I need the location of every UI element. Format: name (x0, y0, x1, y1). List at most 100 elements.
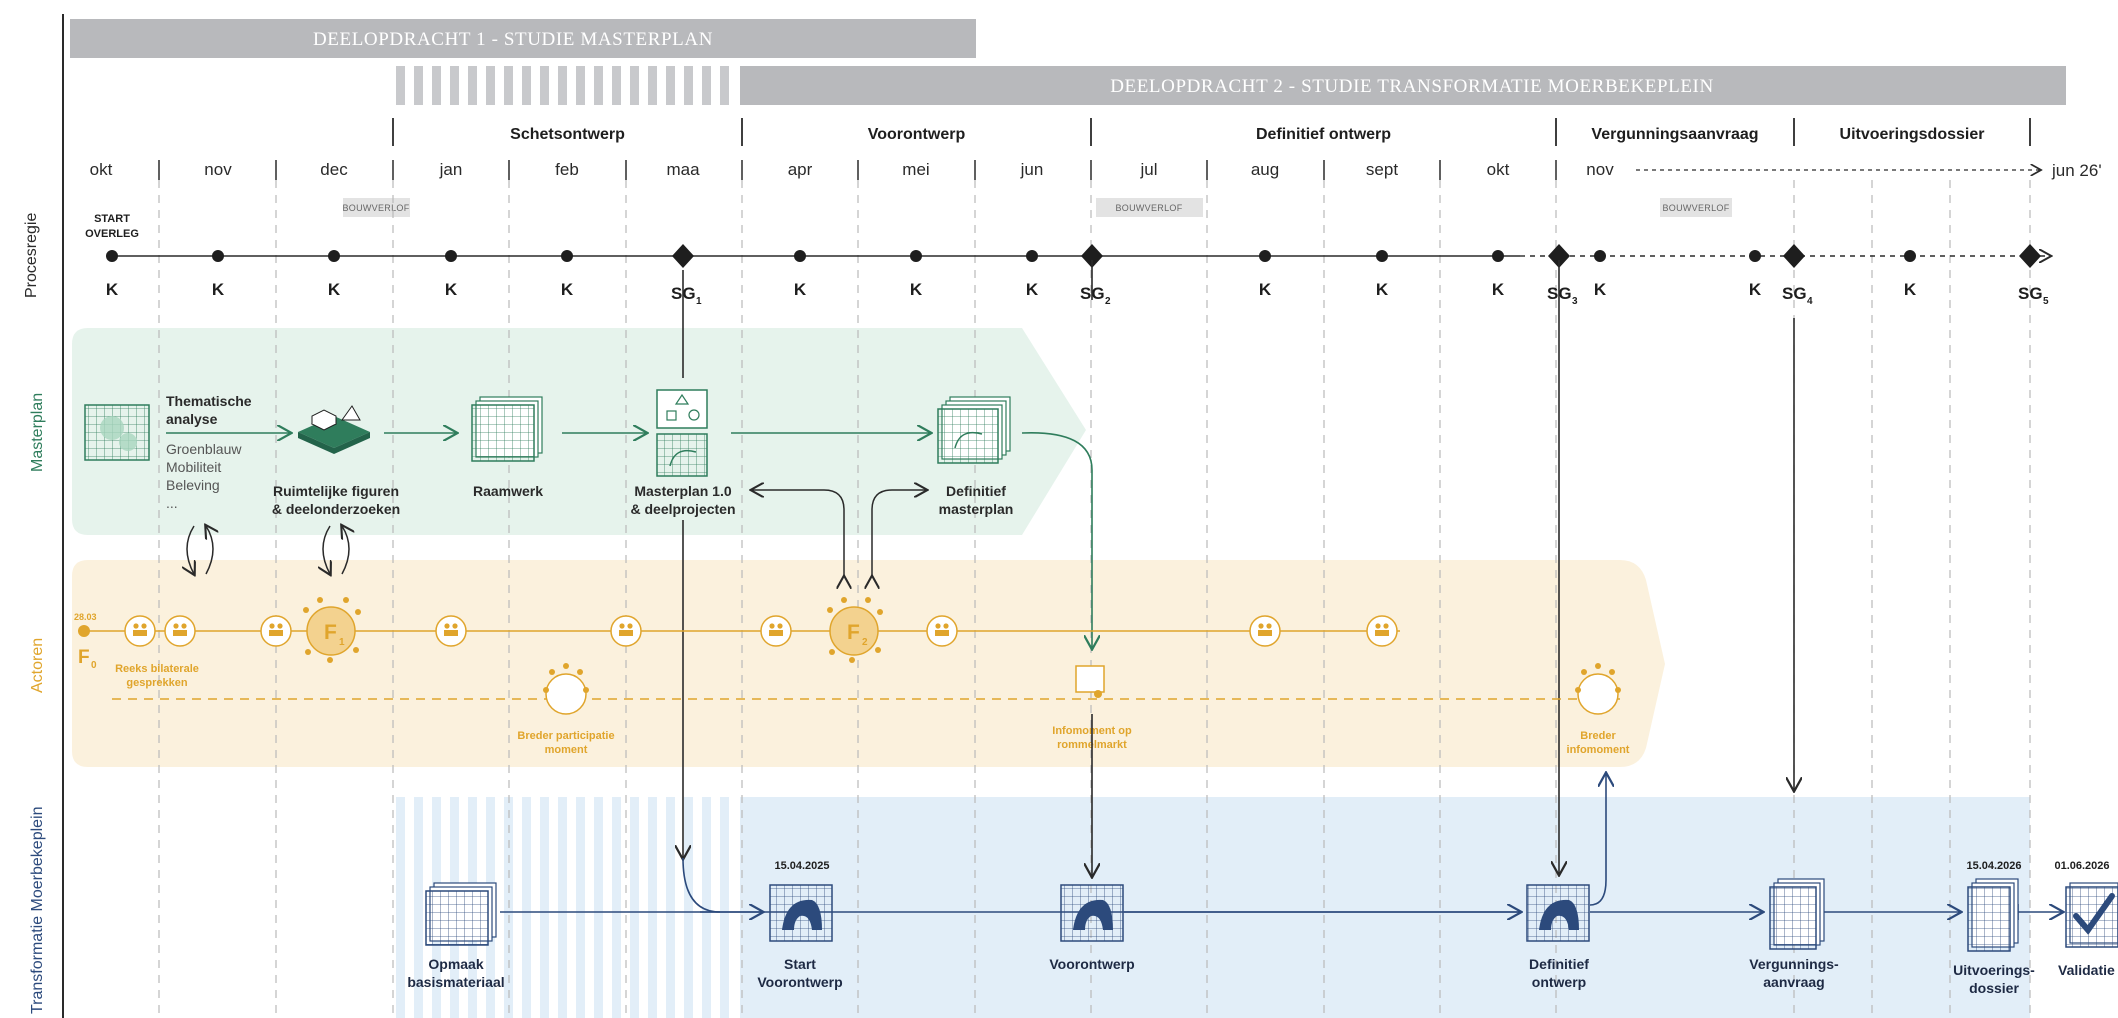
raamwerk-stack-icon (471, 396, 543, 462)
ruimtelijke-3d-icon (298, 405, 370, 454)
start-overleg-label-1: START (94, 213, 130, 225)
start-overleg-label-2: OVERLEG (85, 228, 139, 240)
k-label: K (106, 280, 119, 299)
phase-label-1: Voorontwerp (868, 126, 966, 143)
bubble-person-icon (1266, 623, 1272, 629)
loop-arrow-2 (206, 526, 213, 575)
f1-label: F (324, 621, 337, 644)
sg-diamond-5 (2019, 244, 2041, 268)
bubble-body-icon (935, 630, 949, 636)
validatie-title: Validatie (2058, 962, 2115, 978)
sg-sub-5: 5 (2043, 296, 2049, 307)
reeks-label-2: gesprekken (126, 677, 187, 689)
ruimtelijke-title-1: Ruimtelijke figuren (273, 483, 399, 499)
breder-participatie-label-2: moment (545, 744, 588, 756)
thema-mobiliteit: Mobiliteit (166, 459, 221, 475)
thema-beleving: Beleving (166, 477, 220, 493)
timeline-end-label: jun 26' (2051, 161, 2102, 180)
k-label: K (561, 280, 574, 299)
k-label: K (445, 280, 458, 299)
deelopdracht2-label: DEELOPDRACHT 2 - STUDIE TRANSFORMATIE MO… (1110, 76, 1714, 97)
k-label: K (1749, 280, 1762, 299)
definitief-ontwerp-shape (1539, 899, 1579, 930)
bouwverlof-tag-2-label: BOUWVERLOF (1115, 203, 1182, 213)
month-label-jan: jan (439, 160, 463, 179)
definitief-to-breder-info-arrow (1589, 774, 1606, 906)
k-dot (561, 250, 573, 262)
bubble-person-icon (943, 623, 949, 629)
month-label-jun: jun (1020, 160, 1044, 179)
definitief-masterplan-title-1: Definitief (946, 483, 1006, 499)
f1-circle (306, 606, 356, 656)
month-label-nov: nov (1586, 160, 1614, 179)
k-dot (106, 250, 118, 262)
actoren-band (72, 560, 1665, 767)
sg-diamond-3 (1548, 244, 1570, 268)
bubble-body-icon (173, 630, 187, 636)
deelopdracht1-label: DEELOPDRACHT 1 - STUDIE MASTERPLAN (313, 29, 713, 50)
thematische-blob (100, 416, 124, 440)
uitvoering-stack-icon (1967, 878, 2019, 952)
f2-sub: 2 (862, 637, 868, 648)
k-dot (1492, 250, 1504, 262)
reeks-label-1: Reeks bilaterale (115, 663, 199, 675)
bubble-body-icon (133, 630, 147, 636)
bubble-person-icon (777, 623, 783, 629)
k-label: K (212, 280, 225, 299)
f2-circle (829, 606, 879, 656)
vergunning-title-1: Vergunnings- (1749, 956, 1839, 972)
deelopdracht1-bar (70, 19, 976, 58)
sg-label-4: SG (1782, 284, 1807, 303)
validatie-date: 01.06.2026 (2054, 860, 2109, 872)
definitief-masterplan-title-2: masterplan (939, 501, 1014, 517)
k-dot (445, 250, 457, 262)
definitief-ontwerp-title-1: Definitief (1529, 956, 1589, 972)
raamwerk-title: Raamwerk (473, 483, 543, 499)
k-dot (1026, 250, 1038, 262)
opmaak-stack-icon (425, 882, 497, 946)
loop-arrow-4 (342, 526, 349, 575)
phase-label-0: Schetsontwerp (510, 126, 625, 143)
month-label-aug: aug (1251, 160, 1279, 179)
masterplan-band (72, 328, 1086, 535)
bubble-person-icon (173, 623, 179, 629)
connector-definitief-to-actoren (1021, 432, 1092, 648)
bubble-person-icon (141, 623, 147, 629)
f0-dot (78, 625, 90, 637)
row-label-actoren: Actoren (29, 638, 46, 693)
k-dot (794, 250, 806, 262)
bubble-person-icon (627, 623, 633, 629)
masterplan-to-start-curve (682, 857, 721, 913)
transformatie-flow: Opmaak basismateriaal 15.04.2025 Start V… (407, 714, 2118, 996)
k-label: K (1492, 280, 1505, 299)
month-label-okt: okt (1487, 160, 1510, 179)
k-label: K (910, 280, 923, 299)
masterplan-flow: Thematische analyse Groenblauw Mobilitei… (84, 389, 1092, 648)
k-dot (1749, 250, 1761, 262)
f2-label: F (847, 621, 860, 644)
k-dot (1259, 250, 1271, 262)
transformatie-band (740, 797, 2030, 1018)
f2-people-icon (827, 597, 883, 663)
bubble-person-icon (1258, 623, 1264, 629)
thematische-title-2: analyse (166, 411, 218, 427)
breder-participatie-people (543, 663, 589, 693)
month-label-okt: okt (90, 160, 113, 179)
phase-label-3: Vergunningsaanvraag (1591, 126, 1758, 143)
definitief-masterplan-icon (937, 396, 1011, 464)
sg-diamond-1 (672, 244, 694, 268)
bouwverlof-tag-3-label: BOUWVERLOF (1662, 203, 1729, 213)
month-label-sept: sept (1366, 160, 1398, 179)
masterplan-actoren-arrow-left (752, 490, 844, 577)
sg-diamond-4 (1783, 244, 1805, 268)
sg-sub-1: 1 (696, 296, 702, 307)
voorontwerp-title: Voorontwerp (1049, 956, 1134, 972)
bubble-person-icon (181, 623, 187, 629)
bouwverlof-tag-2 (1096, 198, 1203, 217)
k-dot (212, 250, 224, 262)
opmaak-title-2: basismateriaal (407, 974, 504, 990)
